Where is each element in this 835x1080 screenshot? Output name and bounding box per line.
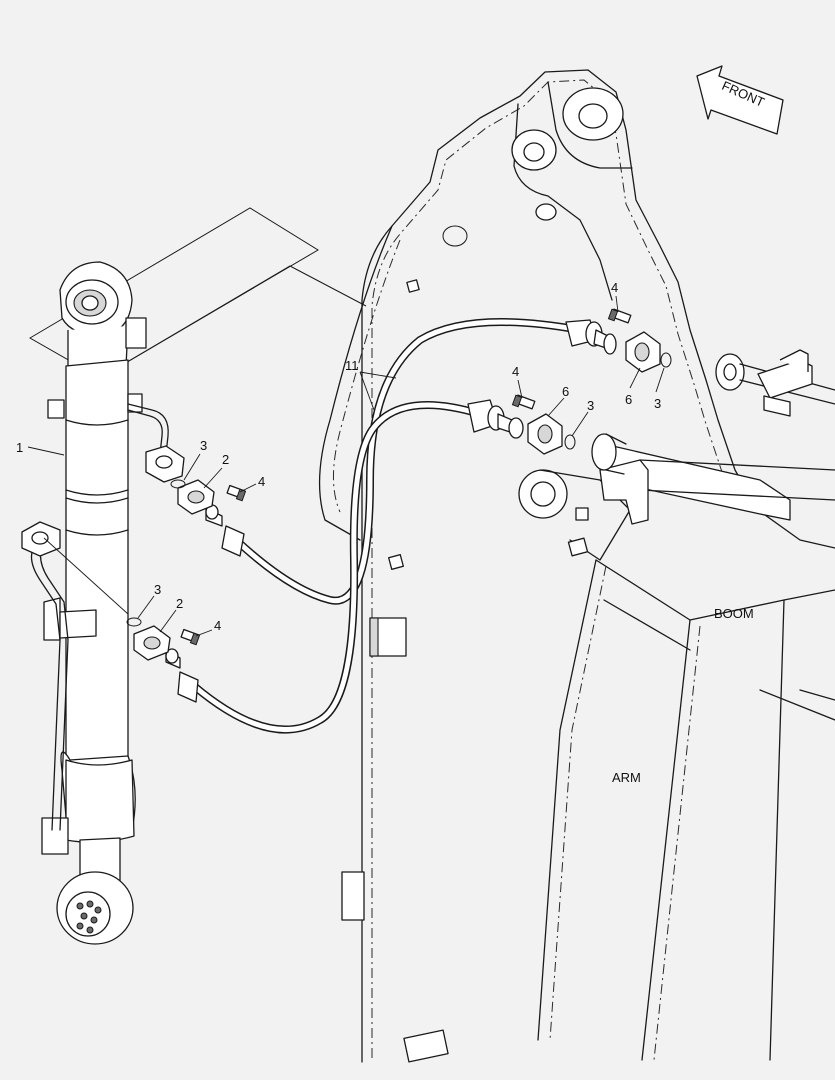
callout-2-upper: 2 <box>222 452 229 467</box>
callout-4-middle: 4 <box>512 364 519 379</box>
boom-structure <box>318 69 835 1063</box>
callout-11: 11 <box>345 358 359 373</box>
split-flanges <box>133 331 661 661</box>
upper-hose-fittings <box>205 319 617 557</box>
bolts <box>180 308 632 646</box>
callout-2-lower: 2 <box>176 596 183 611</box>
front-direction-arrow: FRONT <box>696 65 784 135</box>
hose-assembly <box>190 318 584 734</box>
callout-3-upper-cylinder: 3 <box>200 438 207 453</box>
callout-6-top: 6 <box>625 392 632 407</box>
callout-1: 1 <box>16 440 23 455</box>
callout-4-lower-cylinder: 4 <box>214 618 221 633</box>
hydraulic-cylinder <box>21 261 185 945</box>
callout-4-top: 4 <box>611 280 618 295</box>
lower-hose-fittings <box>165 399 524 703</box>
callout-leaders <box>27 295 665 637</box>
callout-4-upper-cylinder: 4 <box>258 474 265 489</box>
callout-3-middle: 3 <box>587 398 594 413</box>
arm-label: ARM <box>612 770 641 785</box>
o-rings <box>126 352 672 627</box>
callouts: 1 2 3 4 3 2 4 4 6 3 4 6 3 11 <box>16 280 661 633</box>
callout-3-lower-cylinder: 3 <box>154 582 161 597</box>
callout-3-top: 3 <box>654 396 661 411</box>
boom-label: BOOM <box>714 606 754 621</box>
callout-6-middle: 6 <box>562 384 569 399</box>
